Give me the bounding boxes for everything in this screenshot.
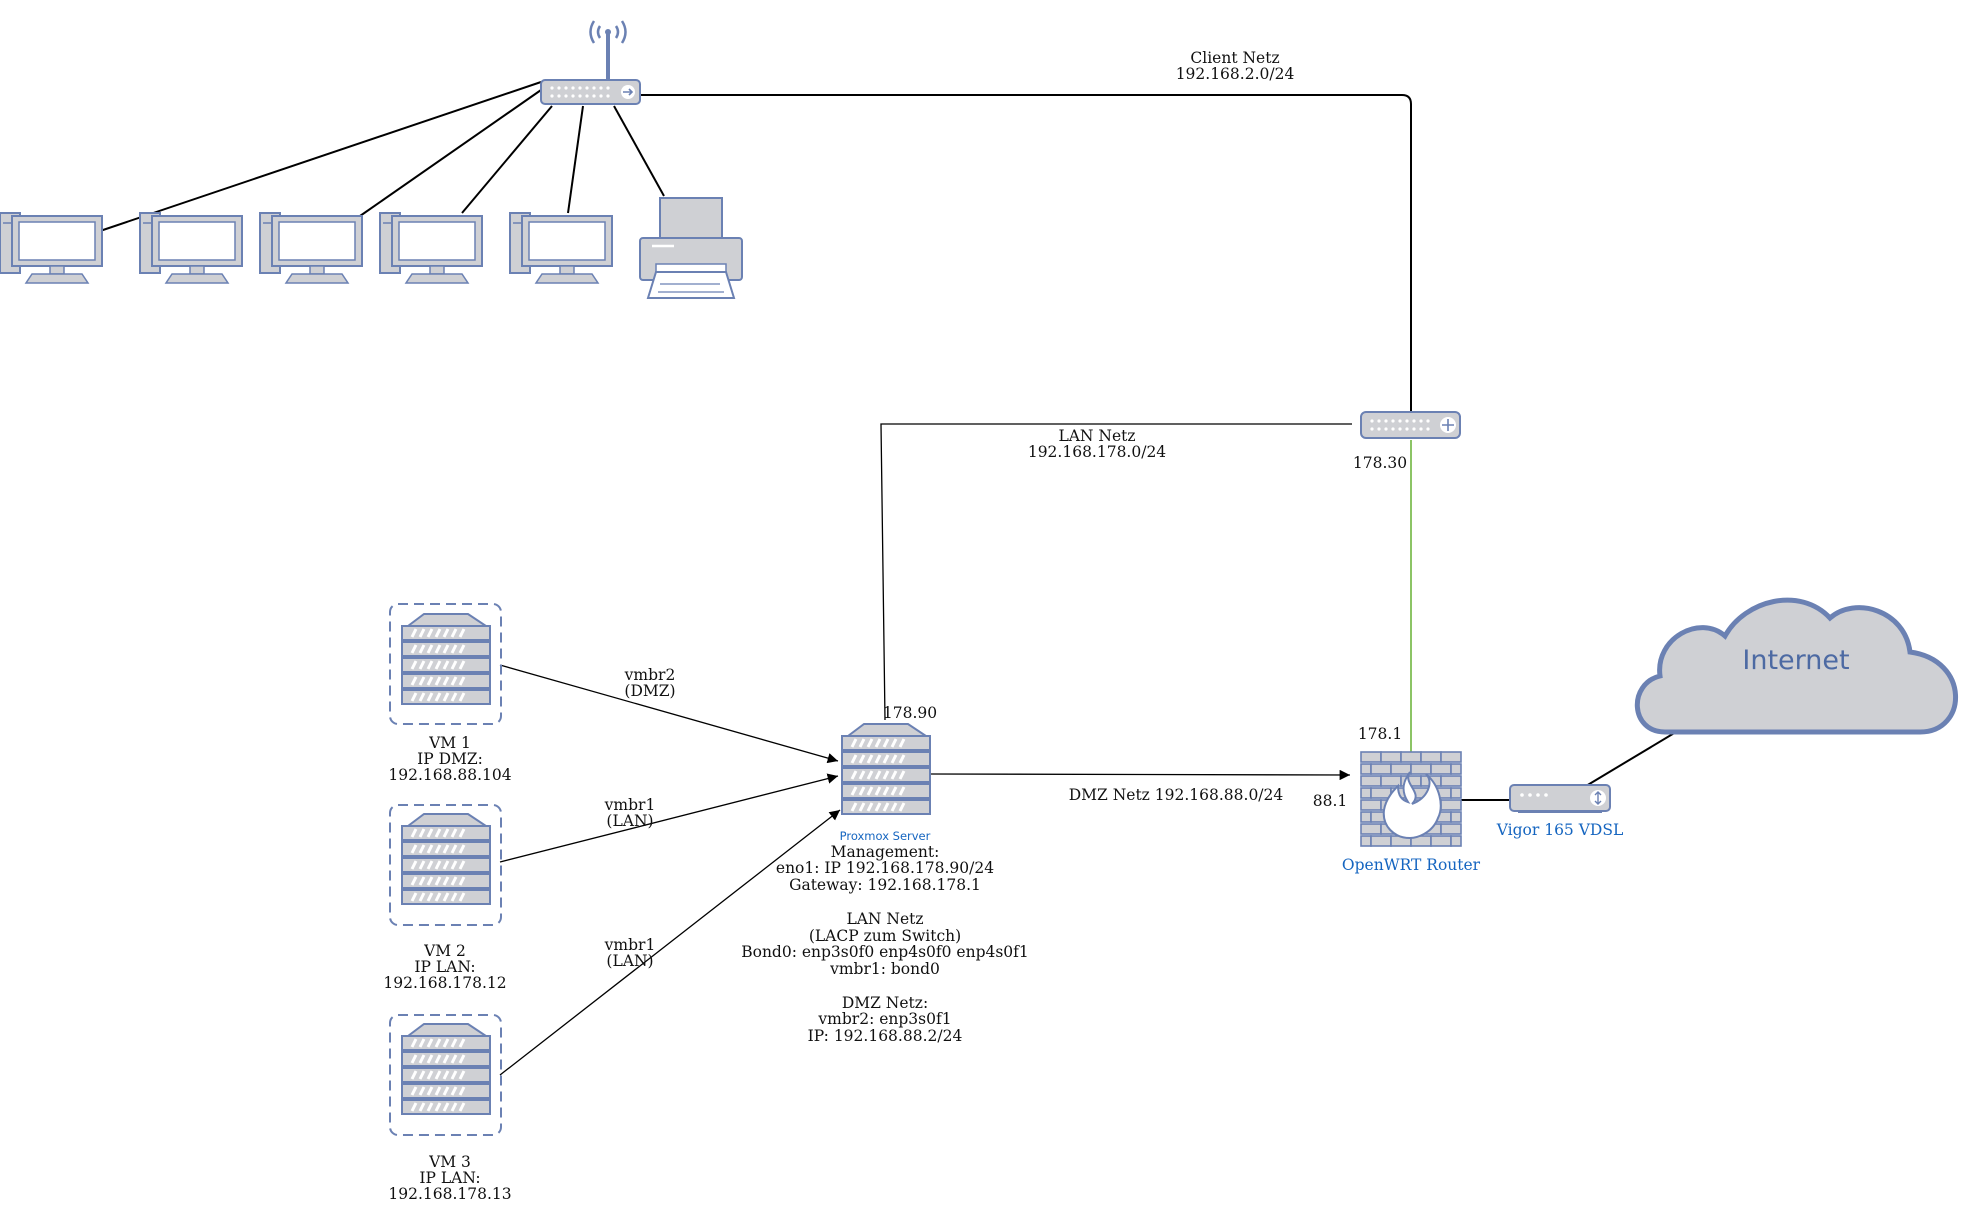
proxmox-ip-label: 178.90 [883, 704, 937, 722]
vmbr1-sub-label: (LAN) [606, 812, 653, 830]
firewall-lan-ip-label: 178.1 [1358, 725, 1402, 743]
modem-icon[interactable] [1509, 784, 1611, 813]
vm1-ip: 192.168.88.104 [388, 766, 511, 784]
proxmox-detail-line: DMZ Netz: [842, 994, 928, 1012]
vm3-ip: 192.168.178.13 [388, 1185, 511, 1203]
diagram-labels: Client Netz 192.168.2.0/24 LAN Netz 192.… [383, 49, 1849, 1203]
link-ap-printer [613, 105, 665, 197]
proxmox-detail-line: IP: 192.168.88.2/24 [808, 1027, 963, 1045]
vmbr1-label: vmbr1 [604, 936, 656, 954]
link-ap-pc4 [461, 105, 553, 214]
proxmox-detail-line: (LACP zum Switch) [809, 927, 961, 945]
client-netz-label: Client Netz [1190, 49, 1279, 67]
vm1-net: IP DMZ: [417, 750, 483, 768]
link-ap-pc3 [359, 89, 542, 217]
openwrt-router-label: OpenWRT Router [1342, 856, 1481, 874]
vmbr1-sub-label: (LAN) [606, 952, 653, 970]
vm2-name: VM 2 [423, 942, 466, 960]
proxmox-detail-line: Bond0: enp3s0f0 enp4s0f0 enp4s0f1 [741, 943, 1029, 961]
firewall-icon[interactable] [1360, 751, 1462, 852]
server-icon[interactable] [840, 722, 932, 816]
proxmox-detail-line: vmbr1: bond0 [829, 960, 940, 978]
network-switch-icon[interactable] [1360, 411, 1461, 439]
proxmox-detail-line: Gateway: 192.168.178.1 [789, 876, 981, 894]
link-dmz-netz [930, 769, 1351, 781]
connection-lines [99, 81, 1677, 1076]
link-ap-pc5 [567, 105, 584, 214]
client-netz-subnet: 192.168.2.0/24 [1176, 65, 1295, 83]
vmbr1-label: vmbr1 [604, 796, 656, 814]
proxmox-details: Management: eno1: IP 192.168.178.90/24 G… [741, 843, 1029, 1045]
dmz-netz-label: DMZ Netz 192.168.88.0/24 [1069, 786, 1284, 804]
link-modem-internet [1585, 731, 1677, 787]
internet-label: Internet [1742, 645, 1849, 676]
switch-ip-label: 178.30 [1353, 454, 1407, 472]
lan-netz-label: LAN Netz [1058, 427, 1135, 445]
vmbr2-sub-label: (DMZ) [624, 682, 675, 700]
lan-netz-subnet: 192.168.178.0/24 [1028, 443, 1166, 461]
link-client-netz [640, 94, 1412, 412]
link-vm3-vmbr1 [499, 809, 841, 1076]
printer-icon[interactable] [639, 197, 743, 299]
desktop-pc-icon[interactable] [509, 212, 613, 284]
vm1-name: VM 1 [428, 734, 471, 752]
proxmox-detail-line: Management: [831, 843, 940, 861]
cloud-icon[interactable] [1634, 597, 1958, 735]
link-ap-pc1 [99, 81, 542, 232]
vm3-net: IP LAN: [419, 1169, 480, 1187]
firewall-dmz-ip-label: 88.1 [1313, 792, 1348, 810]
link-lan-netz [880, 423, 1352, 721]
desktop-pc-icon[interactable] [379, 212, 483, 284]
desktop-pc-icon[interactable] [139, 212, 243, 284]
vigor-modem-label: Vigor 165 VDSL [1496, 821, 1624, 839]
vmbr2-label: vmbr2 [624, 666, 676, 684]
proxmox-server-label: Proxmox Server [840, 829, 931, 843]
wireless-access-point-icon[interactable] [540, 20, 641, 105]
desktop-pc-icon[interactable] [0, 212, 103, 284]
link-vm1-vmbr2 [499, 664, 839, 764]
vm3-name: VM 3 [428, 1153, 471, 1171]
proxmox-detail-line: vmbr2: enp3s0f1 [817, 1010, 951, 1028]
proxmox-detail-line: LAN Netz [846, 910, 923, 928]
vm1-server-icon[interactable] [389, 603, 502, 725]
vm3-server-icon[interactable] [389, 1014, 502, 1136]
proxmox-detail-line: eno1: IP 192.168.178.90/24 [776, 859, 994, 877]
vm2-ip: 192.168.178.12 [383, 974, 506, 992]
vm2-server-icon[interactable] [389, 804, 502, 926]
vm2-net: IP LAN: [414, 958, 475, 976]
link-vm2-vmbr1 [499, 773, 839, 863]
desktop-pc-icon[interactable] [259, 212, 363, 284]
